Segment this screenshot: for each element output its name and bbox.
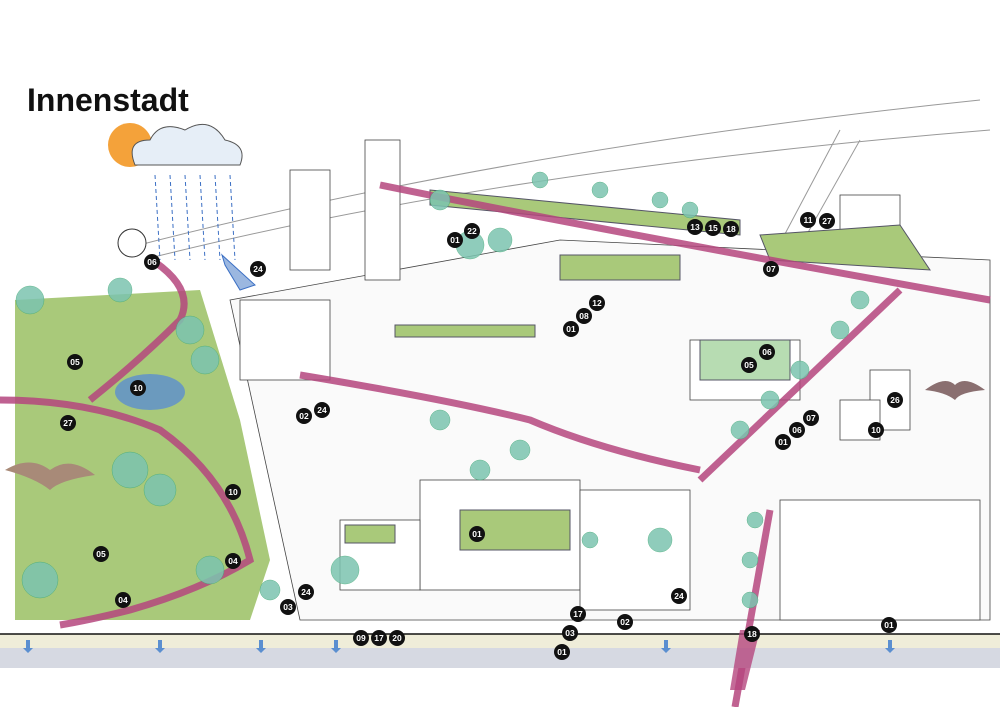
- marker: 18: [744, 626, 760, 642]
- owl-icon: [5, 462, 95, 490]
- marker: 01: [775, 434, 791, 450]
- marker: 10: [868, 422, 884, 438]
- bat-icon: [925, 381, 985, 400]
- marker: 24: [671, 588, 687, 604]
- marker: 05: [93, 546, 109, 562]
- marker: 17: [371, 630, 387, 646]
- marker: 06: [789, 422, 805, 438]
- marker: 24: [298, 584, 314, 600]
- marker: 26: [887, 392, 903, 408]
- rain-icon: [154, 174, 236, 261]
- marker: 07: [763, 261, 779, 277]
- marker: 11: [800, 212, 816, 228]
- marker: 04: [225, 553, 241, 569]
- marker: 13: [687, 219, 703, 235]
- marker: 08: [576, 308, 592, 324]
- marker: 24: [314, 402, 330, 418]
- marker: 10: [130, 380, 146, 396]
- marker: 09: [353, 630, 369, 646]
- infiltration-arrow-icon: [23, 640, 895, 653]
- train-station-icon: [117, 228, 147, 258]
- marker: 27: [60, 415, 76, 431]
- marker: 01: [881, 617, 897, 633]
- marker: 10: [225, 484, 241, 500]
- marker: 04: [115, 592, 131, 608]
- marker: 02: [296, 408, 312, 424]
- retention-basin: [221, 253, 256, 291]
- marker: 03: [280, 599, 296, 615]
- page-title: Innenstadt: [27, 82, 189, 118]
- marker: 06: [759, 344, 775, 360]
- marker: 12: [589, 295, 605, 311]
- marker: 07: [803, 410, 819, 426]
- marker: 01: [469, 526, 485, 542]
- marker: 05: [67, 354, 83, 370]
- marker: 15: [705, 220, 721, 236]
- marker: 05: [741, 357, 757, 373]
- marker: 02: [617, 614, 633, 630]
- marker: 06: [144, 254, 160, 270]
- marker: 27: [819, 213, 835, 229]
- marker: 20: [389, 630, 405, 646]
- marker: 17: [570, 606, 586, 622]
- pond: [115, 374, 185, 410]
- marker: 01: [563, 321, 579, 337]
- marker: 01: [447, 232, 463, 248]
- subsoil-layer: [0, 648, 1000, 668]
- marker: 03: [562, 625, 578, 641]
- marker: 24: [250, 261, 266, 277]
- marker: 01: [554, 644, 570, 660]
- cloud-icon: [131, 123, 243, 166]
- marker: 22: [464, 223, 480, 239]
- marker: 18: [723, 221, 739, 237]
